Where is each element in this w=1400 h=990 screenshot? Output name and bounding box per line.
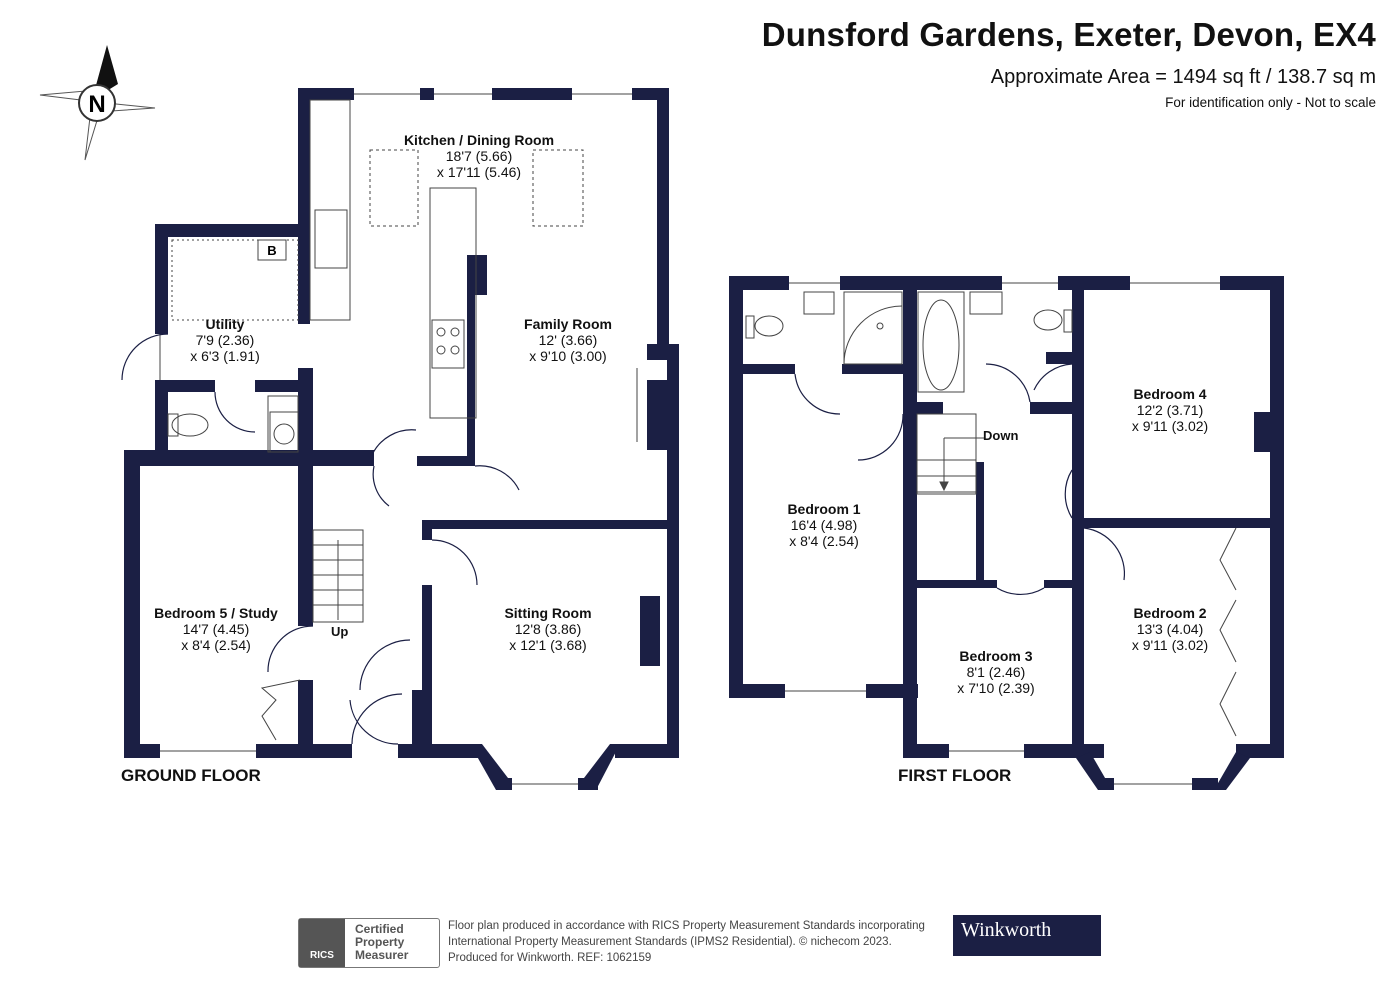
room-dim-1: 18'7 (5.66) [445,148,513,164]
room-name: Family Room [524,316,612,332]
room-name: Bedroom 2 [1133,605,1207,621]
bathroom-fittings [745,291,1073,495]
ground-floor-label: GROUND FLOOR [121,766,261,785]
room-name: Sitting Room [504,605,592,621]
compass-north-label: N [88,91,105,118]
rics-text-1: Certified [355,922,404,936]
room-dim-2: x 8'4 (2.54) [789,533,859,549]
stairs-up-label: Up [331,624,349,639]
ground-floor-doors [121,333,520,745]
room-name: Bedroom 1 [787,501,861,517]
rics-text-3: Measurer [355,948,409,962]
room-name: Utility [205,316,245,332]
footer-note: Floor plan produced in accordance with R… [448,918,958,966]
room-bedroom-2: Bedroom 2 13'3 (4.04) x 9'11 (3.02) [1132,605,1208,653]
room-kitchen-dining: Kitchen / Dining Room 18'7 (5.66) x 17'1… [404,132,554,180]
room-dim-2: x 9'10 (3.00) [529,348,607,364]
footer-line-3: Produced for Winkworth. REF: 1062159 [448,952,652,964]
first-floor-doors [794,363,1126,595]
room-utility: Utility 7'9 (2.36) x 6'3 (1.91) [190,316,260,364]
room-sitting: Sitting Room 12'8 (3.86) x 12'1 (3.68) [504,605,591,653]
room-dim-2: x 12'1 (3.68) [509,637,587,653]
winkworth-logo: Winkworth [953,915,1101,956]
boiler-label: B [267,243,276,258]
room-dim-2: x 8'4 (2.54) [181,637,251,653]
rics-logo: RICS [299,919,345,967]
room-bedroom-5-study: Bedroom 5 / Study 14'7 (4.45) x 8'4 (2.5… [154,605,278,653]
first-floor-walls [729,276,1284,790]
room-bedroom-3: Bedroom 3 8'1 (2.46) x 7'10 (2.39) [957,648,1034,696]
ground-stairs [312,529,364,623]
rics-certified-badge: RICS Certified Property Measurer [298,918,440,968]
footer-line-2: International Property Measurement Stand… [448,936,892,948]
room-dim-1: 12' (3.66) [538,332,598,348]
page-title: Dunsford Gardens, Exeter, Devon, EX4 [761,16,1376,53]
room-dim-2: x 9'11 (3.02) [1131,418,1209,434]
ground-floor-windows [159,93,632,785]
room-dim-1: 12'2 (3.71) [1136,402,1204,418]
room-name: Bedroom 4 [1133,386,1207,402]
room-name: Bedroom 5 / Study [154,605,278,621]
room-dim-1: 8'1 (2.46) [966,664,1026,680]
first-floor-label: FIRST FLOOR [898,766,1012,785]
ground-floor-walls [124,88,679,790]
kitchen-fittings [171,99,638,442]
compass-icon: N [39,45,156,161]
room-dim-1: 12'8 (3.86) [514,621,582,637]
rics-text-2: Property [355,935,405,949]
wardrobe-doors [260,527,1237,741]
scale-disclaimer: For identification only - Not to scale [1165,95,1376,110]
room-bedroom-1: Bedroom 1 16'4 (4.98) x 8'4 (2.54) [787,501,860,549]
stairs-down-label: Down [983,428,1019,443]
room-dim-1: 14'7 (4.45) [182,621,250,637]
room-dim-1: 13'3 (4.04) [1136,621,1204,637]
first-floor-windows [785,282,1220,785]
room-family: Family Room 12' (3.66) x 9'10 (3.00) [524,316,612,364]
room-name: Bedroom 3 [959,648,1033,664]
footer-line-1: Floor plan produced in accordance with R… [448,920,925,932]
room-dim-2: x 6'3 (1.91) [190,348,260,364]
room-bedroom-4: Bedroom 4 12'2 (3.71) x 9'11 (3.02) [1132,386,1208,434]
room-name: Kitchen / Dining Room [403,132,555,148]
approximate-area: Approximate Area = 1494 sq ft / 138.7 sq… [990,66,1376,88]
room-dim-2: x 7'10 (2.39) [957,680,1035,696]
room-dim-2: x 17'11 (5.46) [436,164,522,180]
room-dim-2: x 9'11 (3.02) [1131,637,1209,653]
ground-wc-fittings [167,395,299,453]
room-dim-1: 7'9 (2.36) [195,332,255,348]
room-dim-1: 16'4 (4.98) [790,517,858,533]
